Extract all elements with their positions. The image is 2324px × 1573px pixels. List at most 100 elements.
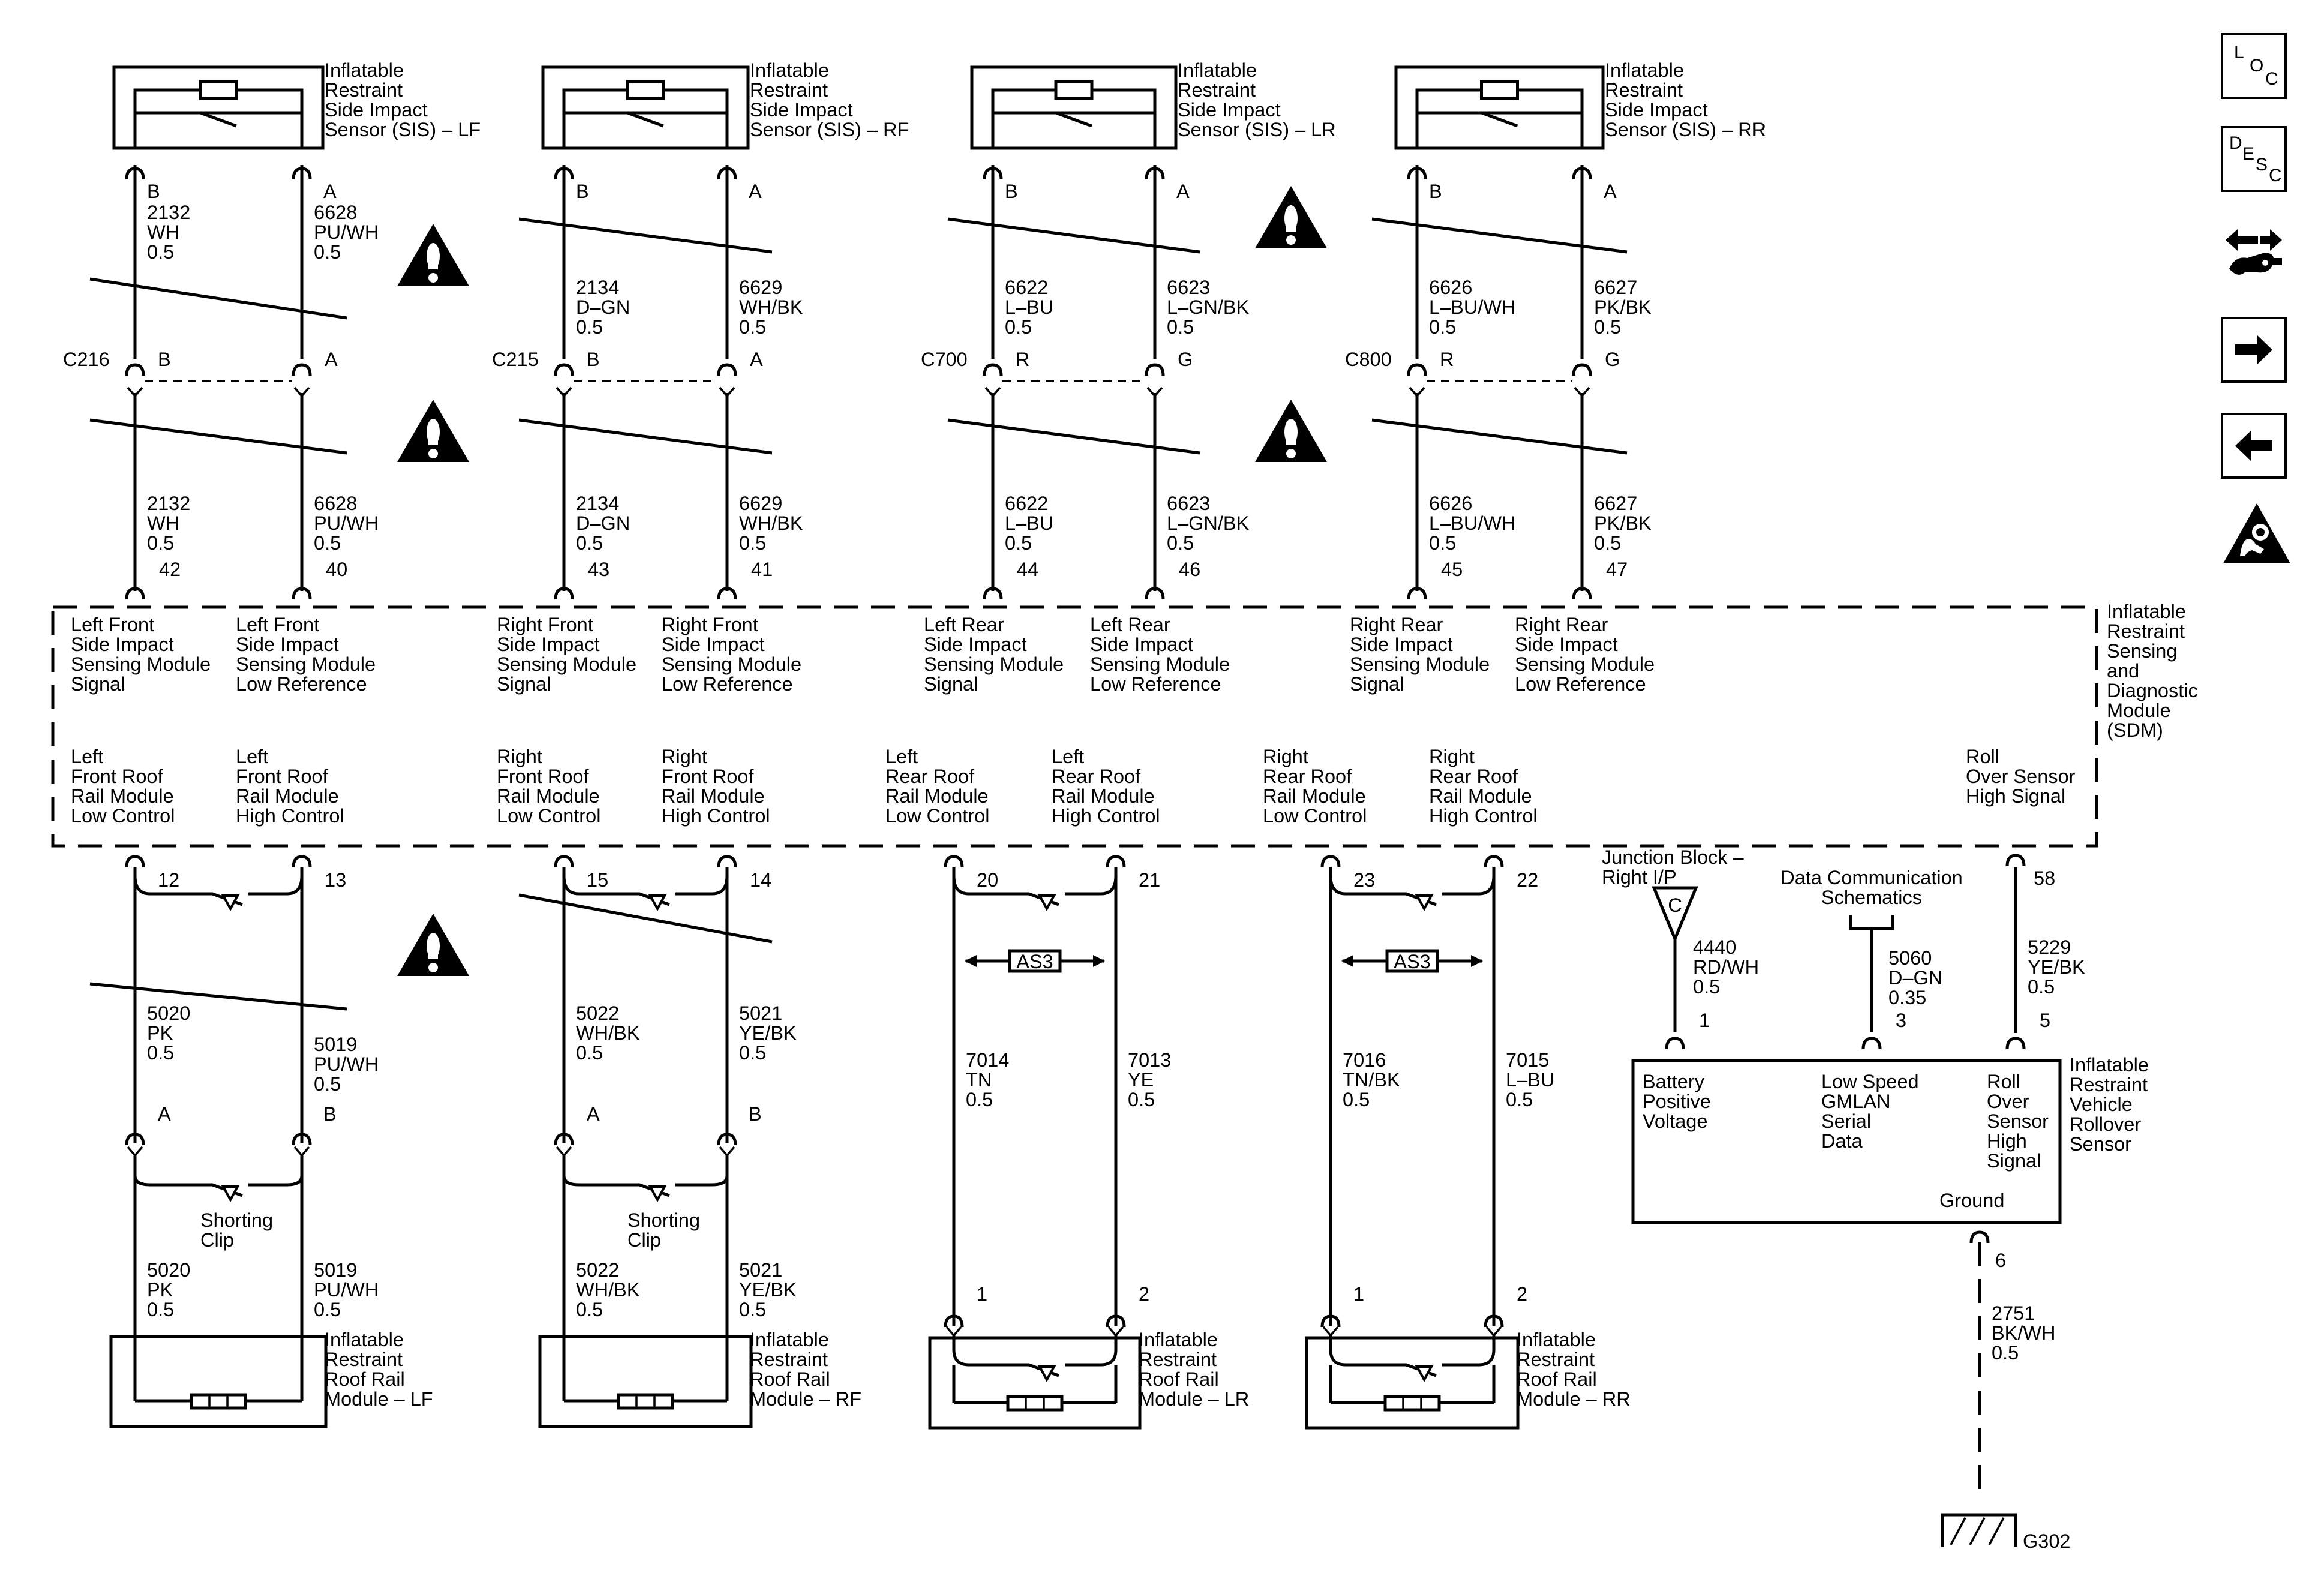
roof-rail-module-label: Roof Rail	[1517, 1368, 1597, 1390]
ground-hatch	[1988, 1517, 2005, 1545]
previous-arrow-icon	[2235, 431, 2272, 461]
sensor-switch-frame	[991, 111, 1157, 148]
sdm-function-label: Side Impact	[1515, 634, 1618, 655]
twisted-pair-marker	[947, 217, 1200, 254]
sdm-function-label: Sensing Module	[924, 653, 1064, 675]
wire-label: L–GN/BK	[1167, 296, 1250, 318]
sdm-function-label: Front Roof	[71, 766, 164, 787]
wire-label: L–GN/BK	[1167, 512, 1250, 534]
nav-previous-button[interactable]	[2221, 413, 2287, 479]
connector-pin-label: B	[323, 1103, 337, 1125]
sdm-function-label: Sensing Module	[71, 653, 211, 675]
nav-desc-button[interactable]: D E S C	[2221, 126, 2287, 192]
wire-label: 6622	[1005, 493, 1048, 514]
sensor-contact	[576, 111, 664, 128]
wire-label: WH/BK	[739, 512, 803, 534]
wire-label: 0.5	[1005, 316, 1032, 338]
wire-label: 0.5	[314, 241, 341, 263]
sis-sensor-box	[541, 65, 750, 150]
next-arrow-icon	[2235, 335, 2272, 365]
sdm-function-label: Rail Module	[1052, 785, 1155, 807]
sdm-function-label: Rail Module	[497, 785, 600, 807]
sdm-function-label: Left	[885, 746, 918, 767]
sensor-pin-label: A	[323, 181, 337, 202]
connector-id: C700	[921, 349, 968, 370]
roof-rail-module-box	[109, 1335, 328, 1428]
roof-rail-module-label: Inflatable	[1139, 1329, 1218, 1350]
sdm-terminal	[1320, 855, 1341, 868]
roof-rail-module-box	[928, 1336, 1142, 1430]
sdm-module-label: Diagnostic	[2107, 680, 2198, 701]
shorting-contact	[221, 1185, 240, 1203]
nav-next-button[interactable]	[2221, 317, 2287, 383]
roof-rail-module-label: Module – RR	[1517, 1388, 1631, 1410]
sdm-function-label: Sensing Module	[1090, 653, 1230, 675]
roof-rail-module-box	[1305, 1336, 1520, 1430]
as-arrow-left	[965, 955, 977, 967]
wire-label: 7013	[1128, 1049, 1171, 1071]
sdm-pin-label: 44	[1017, 559, 1038, 580]
nav-loc-button[interactable]: L O C	[2221, 33, 2287, 99]
module-terminal	[944, 1314, 964, 1328]
wire-label: YE/BK	[739, 1022, 797, 1044]
sensor-contact	[147, 111, 237, 128]
roof-rail-module-label: Restraint	[750, 1349, 828, 1370]
sdm-module-label: (SDM)	[2107, 719, 2163, 741]
sdm-terminal	[1407, 587, 1427, 600]
sis-sensor-label: Sensor (SIS) – LF	[325, 119, 481, 140]
shorting-contact	[1415, 1365, 1434, 1383]
nav-airbag-button[interactable]	[2221, 501, 2293, 567]
as-splice-box	[1385, 949, 1439, 973]
sdm-function-label: High Control	[1429, 805, 1538, 827]
nav-connector-button[interactable]	[2221, 216, 2287, 282]
ground-pin-label: 6	[1995, 1250, 2006, 1271]
connector-pin-label: R	[1440, 349, 1454, 370]
wire-label: BK/WH	[1992, 1322, 2056, 1344]
wire-label: L–BU/WH	[1429, 296, 1515, 318]
sdm-function-label: Side Impact	[71, 634, 174, 655]
sdm-pin-label: 21	[1139, 869, 1160, 891]
sensor-contact	[1005, 111, 1092, 128]
wire-label: 4440	[1693, 936, 1736, 958]
sensor-terminal	[1861, 1037, 1882, 1050]
connector-terminal	[292, 363, 312, 376]
wire-label: 0.5	[1005, 532, 1032, 554]
sdm-function-label: Left Front	[71, 614, 154, 635]
wire-label: 0.5	[1506, 1089, 1533, 1110]
shorting-bar	[1442, 1335, 1496, 1367]
sdm-pin-label: 40	[326, 559, 347, 580]
wire-label: 6622	[1005, 277, 1048, 298]
wire-label: 0.5	[1343, 1089, 1370, 1110]
sis-sensor-label: Restraint	[1605, 79, 1683, 101]
wire-label: 5060	[1888, 947, 1932, 969]
wire-label: YE	[1128, 1069, 1154, 1091]
sdm-function-label: Right Front	[497, 614, 593, 635]
wire-label: PK/BK	[1594, 512, 1652, 534]
connector-pin-label: A	[587, 1103, 600, 1125]
wire-label: 0.5	[314, 1073, 341, 1095]
twisted-pair-marker	[89, 277, 347, 320]
rollover-function-label: High	[1987, 1130, 2027, 1152]
sdm-module-label: and	[2107, 660, 2139, 682]
sis-sensor-label: Restraint	[1178, 79, 1256, 101]
data-comm-bracket	[1849, 915, 1894, 930]
roof-rail-module-label: Restraint	[1139, 1349, 1217, 1370]
sdm-function-label: Side Impact	[924, 634, 1027, 655]
sensor-resistor-lead	[991, 88, 1056, 113]
wire-label: 6628	[314, 202, 357, 223]
wire-label: 7015	[1506, 1049, 1549, 1071]
wire-label: WH/BK	[739, 296, 803, 318]
wire-label: 0.5	[1693, 976, 1720, 998]
terminal-pin	[1485, 1326, 1502, 1337]
shorting-bar	[1065, 875, 1118, 896]
shorting-bar	[675, 875, 729, 896]
sdm-function-label: Side Impact	[1090, 634, 1193, 655]
junction-block-label: Right I/P	[1602, 866, 1677, 888]
terminal-pin	[127, 1146, 143, 1157]
wire-label: 0.5	[1167, 316, 1194, 338]
rollover-function-label: Roll	[1987, 1071, 2020, 1092]
wire-label: 5020	[147, 1259, 190, 1281]
rollover-sensor-box	[1631, 1059, 2062, 1224]
sis-sensor-label: Sensor (SIS) – RF	[750, 119, 909, 140]
sdm-function-label: Left Rear	[924, 614, 1004, 635]
